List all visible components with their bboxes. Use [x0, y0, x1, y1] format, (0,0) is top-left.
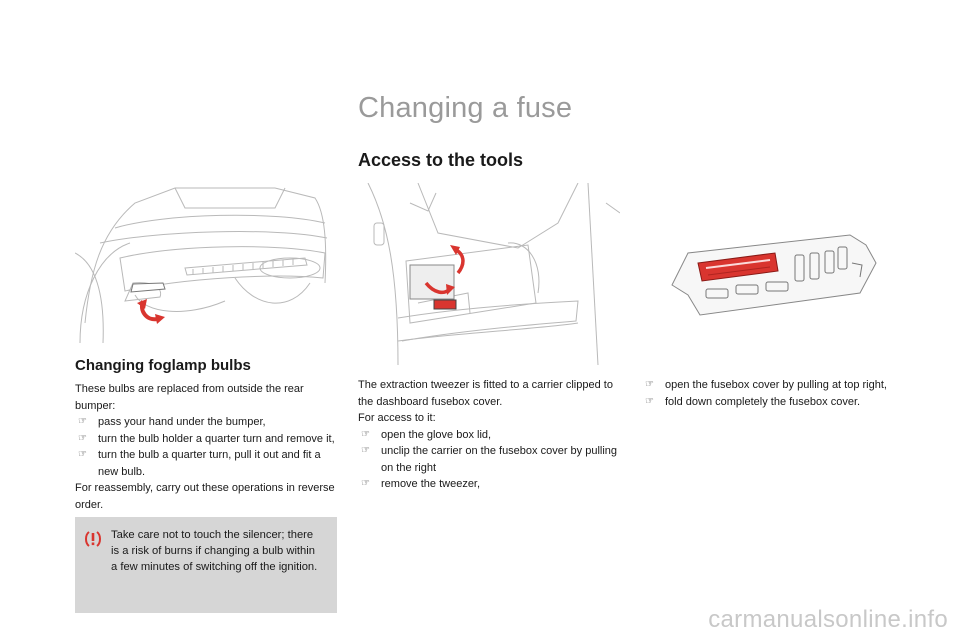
hand-pointer-icon: ☞	[361, 428, 370, 440]
fusebox-cover-instructions: ☞open the fusebox cover by pulling at to…	[642, 377, 902, 410]
hand-pointer-icon: ☞	[78, 432, 87, 444]
rear-bumper-illustration	[75, 187, 328, 343]
page-title: Changing a fuse	[358, 92, 573, 124]
tools-instructions: The extraction tweezer is fitted to a ca…	[358, 377, 620, 493]
warning-exclamation-icon	[85, 531, 101, 547]
fusebox-cover-illustration	[671, 234, 877, 316]
foglamp-intro: These bulbs are replaced from outside th…	[75, 383, 304, 412]
hand-pointer-icon: ☞	[645, 379, 654, 390]
tools-para-2: For access to it:	[358, 412, 436, 424]
hand-pointer-icon: ☞	[78, 416, 87, 427]
warning-box	[75, 517, 337, 613]
tools-steps: ☞open the glove box lid, ☞unclip the car…	[358, 427, 620, 493]
list-item: ☞unclip the carrier on the fusebox cover…	[361, 445, 618, 474]
foglamp-steps: ☞pass your hand under the bumper, ☞turn …	[75, 414, 337, 480]
foglamp-heading: Changing foglamp bulbs	[75, 357, 251, 374]
hand-pointer-icon: ☞	[78, 449, 87, 460]
list-item: ☞fold down completely the fusebox cover.	[642, 394, 902, 411]
list-item: ☞remove the tweezer,	[358, 476, 620, 493]
list-item: ☞open the fusebox cover by pulling at to…	[642, 377, 902, 394]
tools-para-1: The extraction tweezer is fitted to a ca…	[358, 379, 613, 408]
list-item: ☞turn the bulb holder a quarter turn and…	[75, 431, 337, 448]
foglamp-instructions: These bulbs are replaced from outside th…	[75, 381, 337, 513]
list-item: ☞pass your hand under the bumper,	[75, 414, 337, 431]
hand-pointer-icon: ☞	[361, 445, 370, 456]
warning-text: Take care not to touch the silencer; the…	[111, 529, 318, 573]
watermark: carmanualsonline.info	[708, 606, 948, 633]
hand-pointer-icon: ☞	[645, 395, 654, 407]
glovebox-illustration	[367, 183, 620, 365]
hand-pointer-icon: ☞	[361, 478, 370, 489]
foglamp-outro: For reassembly, carry out these operatio…	[75, 482, 335, 511]
access-tools-heading: Access to the tools	[358, 150, 524, 170]
fusebox-steps: ☞open the fusebox cover by pulling at to…	[642, 377, 902, 410]
list-item: ☞turn the bulb a quarter turn, pull it o…	[78, 449, 321, 478]
list-item: ☞open the glove box lid,	[358, 427, 620, 444]
